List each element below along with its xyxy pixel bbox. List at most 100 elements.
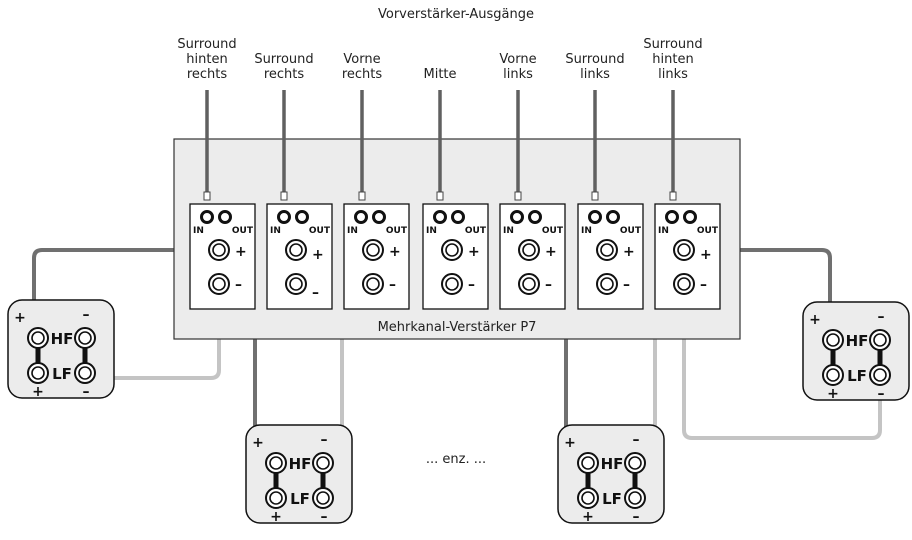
negative-terminal-inner (212, 277, 226, 291)
channel-label: Surround (177, 37, 236, 52)
binding-post-inner (628, 456, 642, 470)
lf-label: LF (847, 367, 867, 385)
speaker-front-right (802, 301, 910, 401)
binding-post-inner (78, 366, 92, 380)
hf-label: HF (846, 332, 869, 350)
plus-sign: + (312, 247, 324, 263)
negative-wire (80, 282, 221, 380)
out-label: OUT (465, 226, 487, 236)
negative-terminal-inner (600, 277, 614, 291)
rca-in-jack (665, 210, 679, 224)
positive-terminal-inner (289, 243, 303, 257)
positive-wire (32, 248, 221, 320)
cable-plug (436, 191, 444, 201)
speaker-plus: + (582, 509, 594, 525)
rca-out-jack (683, 210, 697, 224)
channel-label: rechts (342, 67, 383, 82)
positive-terminal-inner (600, 243, 614, 257)
in-label: IN (193, 226, 204, 236)
speaker-minus: – (633, 509, 640, 525)
minus-sign: – (468, 277, 475, 293)
binding-post-inner (826, 368, 840, 382)
out-label: OUT (309, 226, 331, 236)
out-label: OUT (542, 226, 564, 236)
minus-sign: – (700, 277, 707, 293)
channel-label: links (658, 67, 688, 82)
rca-out-jack (295, 210, 309, 224)
minus-sign: – (545, 277, 552, 293)
hf-label: HF (289, 455, 312, 473)
speaker-plus: + (252, 435, 264, 451)
etc-label: ... enz. ... (426, 452, 486, 467)
binding-post-inner (31, 331, 45, 345)
binding-post-inner (873, 333, 887, 347)
binding-post-inner (826, 333, 840, 347)
channel-label: hinten (186, 52, 227, 67)
binding-post-inner (628, 491, 642, 505)
in-label: IN (503, 226, 514, 236)
cable-plug (203, 191, 211, 201)
plus-sign: + (700, 247, 712, 263)
lf-label: LF (290, 490, 310, 508)
positive-wire (682, 248, 832, 340)
negative-terminal-inner (366, 277, 380, 291)
plus-sign: + (468, 244, 480, 260)
cable-plug (514, 191, 522, 201)
binding-post-inner (31, 366, 45, 380)
speaker-minus: – (321, 432, 328, 448)
rca-in-jack (433, 210, 447, 224)
channel-label: Mitte (423, 67, 456, 82)
negative-wire (682, 282, 882, 440)
channel-label: links (580, 67, 610, 82)
binding-post-inner (873, 368, 887, 382)
speaker-3 (557, 424, 665, 524)
rca-out-jack (528, 210, 542, 224)
speaker-minus: – (878, 386, 885, 402)
plus-sign: + (235, 244, 247, 260)
lf-label: LF (602, 490, 622, 508)
negative-terminal-inner (677, 277, 691, 291)
binding-post-inner (316, 491, 330, 505)
hf-label: HF (51, 330, 74, 348)
rca-out-jack (372, 210, 386, 224)
positive-terminal-inner (212, 243, 226, 257)
amplifier-label: Mehrkanal-Verstärker P7 (378, 320, 537, 335)
binding-post-inner (316, 456, 330, 470)
speaker-minus: – (633, 432, 640, 448)
positive-terminal-inner (445, 243, 459, 257)
speaker-minus: – (321, 509, 328, 525)
speaker-2 (245, 424, 353, 524)
in-label: IN (347, 226, 358, 236)
speaker-plus: + (827, 386, 839, 402)
cable-plug (591, 191, 599, 201)
in-label: IN (658, 226, 669, 236)
speaker-plus: + (564, 435, 576, 451)
in-label: IN (270, 226, 281, 236)
binding-post-inner (581, 456, 595, 470)
speaker-plus: + (809, 312, 821, 328)
minus-sign: – (235, 277, 242, 293)
channel-label: rechts (187, 67, 228, 82)
rca-in-jack (588, 210, 602, 224)
channel-label: Surround (643, 37, 702, 52)
in-label: IN (426, 226, 437, 236)
rca-out-jack (451, 210, 465, 224)
hf-label: HF (601, 455, 624, 473)
cable-plug (358, 191, 366, 201)
cable-plug (669, 191, 677, 201)
out-label: OUT (386, 226, 408, 236)
speaker-minus: – (83, 307, 90, 323)
channel-label: hinten (652, 52, 693, 67)
rca-in-jack (510, 210, 524, 224)
out-label: OUT (620, 226, 642, 236)
speaker-front-left (7, 299, 115, 399)
positive-terminal-inner (522, 243, 536, 257)
channel-label: rechts (264, 67, 305, 82)
diagram-title: Vorverstärker-Ausgänge (378, 7, 534, 22)
channel-label: links (503, 67, 533, 82)
binding-post-inner (269, 456, 283, 470)
speaker-plus: + (270, 509, 282, 525)
rca-out-jack (606, 210, 620, 224)
